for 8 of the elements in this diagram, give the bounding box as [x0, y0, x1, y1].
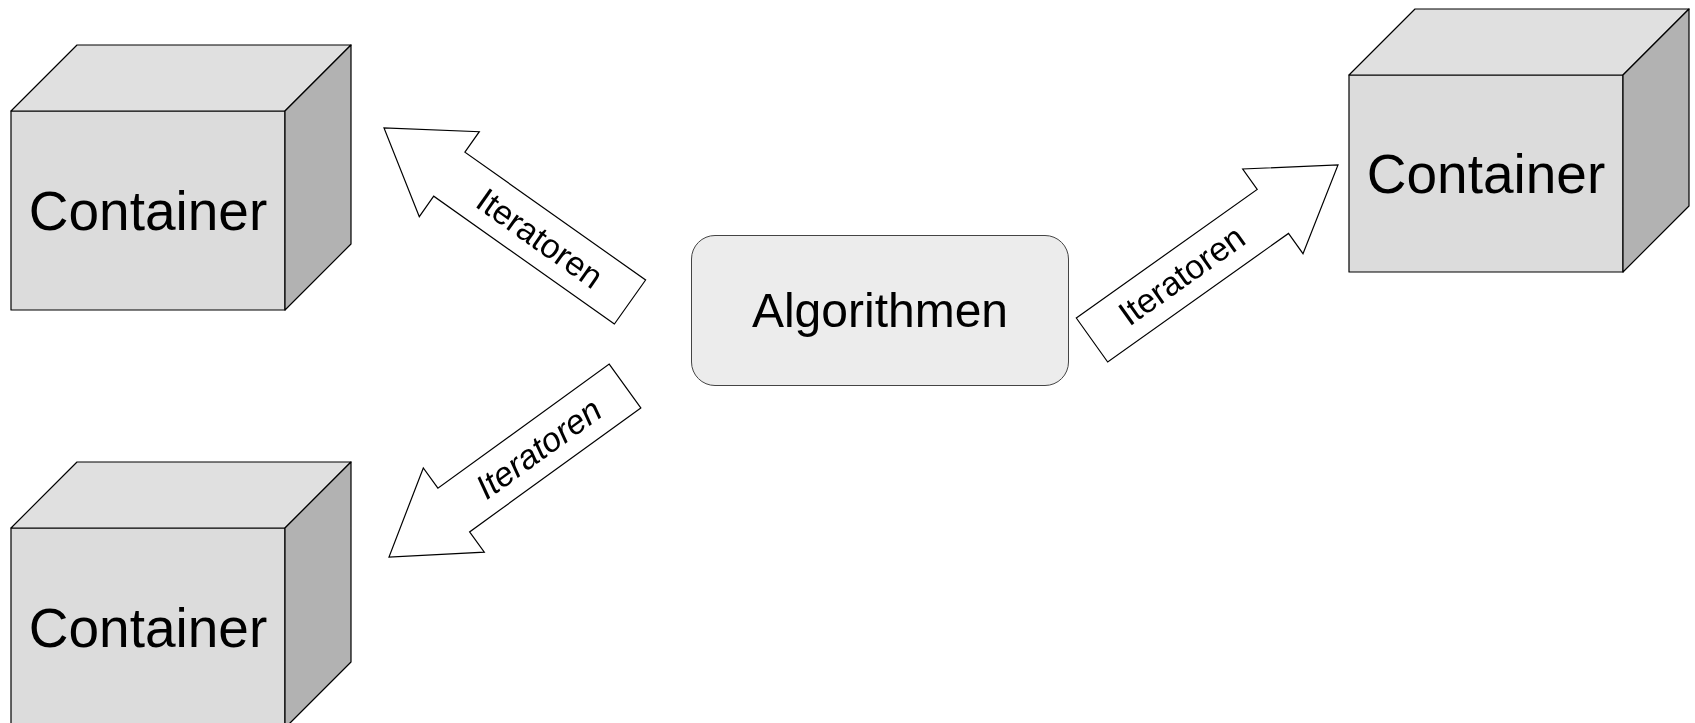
block-arrow [383, 127, 647, 325]
node-label: Algorithmen [751, 283, 1009, 338]
process-box [691, 235, 1069, 386]
node-label: Container [28, 178, 268, 243]
block-arrow [1075, 164, 1339, 363]
node-label: Container [28, 596, 268, 660]
block-arrow [388, 363, 642, 558]
node-label: Container [1366, 141, 1606, 206]
